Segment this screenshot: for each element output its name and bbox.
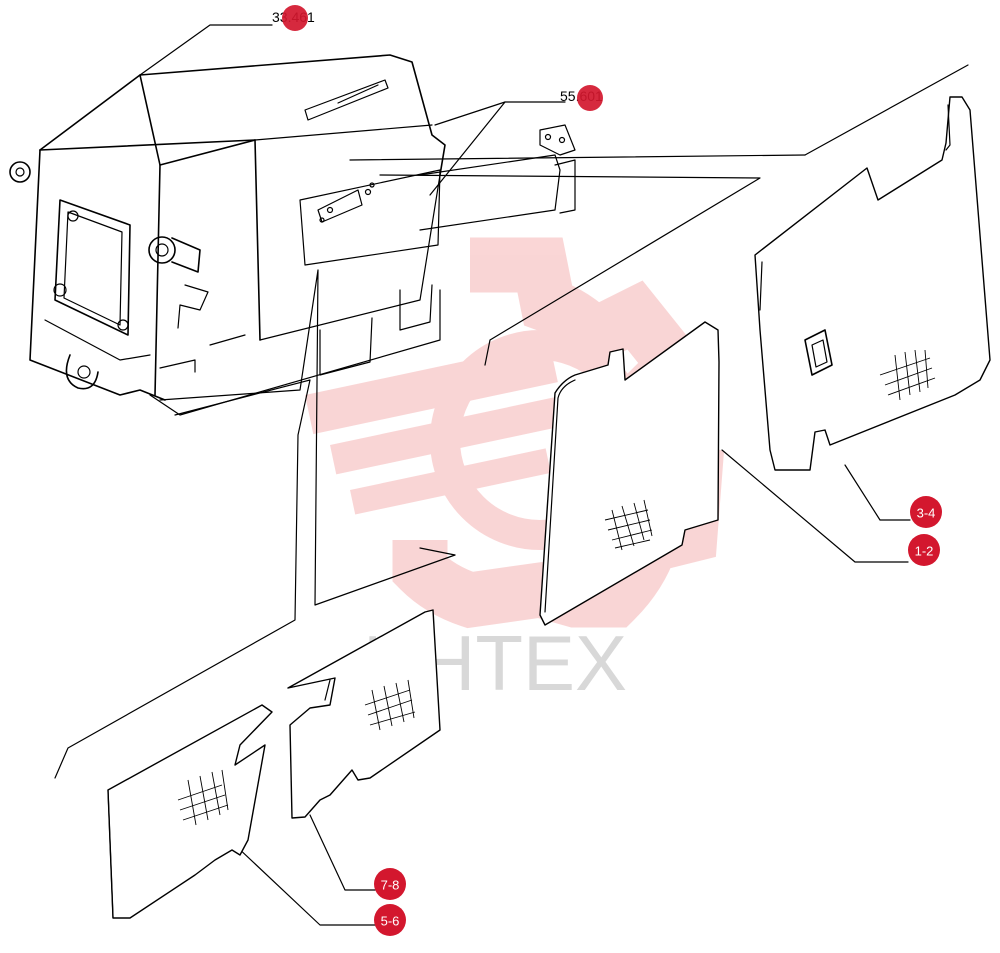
callout-1-2[interactable]: 1-2 xyxy=(908,534,940,566)
reference-label-55-601[interactable]: 55.601 xyxy=(560,85,603,111)
callout-5-6[interactable]: 5-6 xyxy=(374,904,406,936)
cab-body xyxy=(9,54,576,416)
window-pane-5-6 xyxy=(107,704,273,919)
callout-text: 7-8 xyxy=(381,878,400,893)
callout-7-8[interactable]: 7-8 xyxy=(374,868,406,900)
callout-text: 1-2 xyxy=(915,544,934,559)
callout-text: 3-4 xyxy=(917,506,936,521)
reference-label-33-461[interactable]: 33.461 xyxy=(272,5,315,31)
callout-text: 5-6 xyxy=(381,914,400,929)
callout-3-4[interactable]: 3-4 xyxy=(910,496,942,528)
window-pane-1-2 xyxy=(539,321,720,626)
window-pane-3-4 xyxy=(754,96,991,471)
reference-badge xyxy=(577,85,603,111)
leader-lines xyxy=(54,24,969,926)
reference-badge xyxy=(282,5,308,31)
window-pane-7-8 xyxy=(287,609,441,819)
